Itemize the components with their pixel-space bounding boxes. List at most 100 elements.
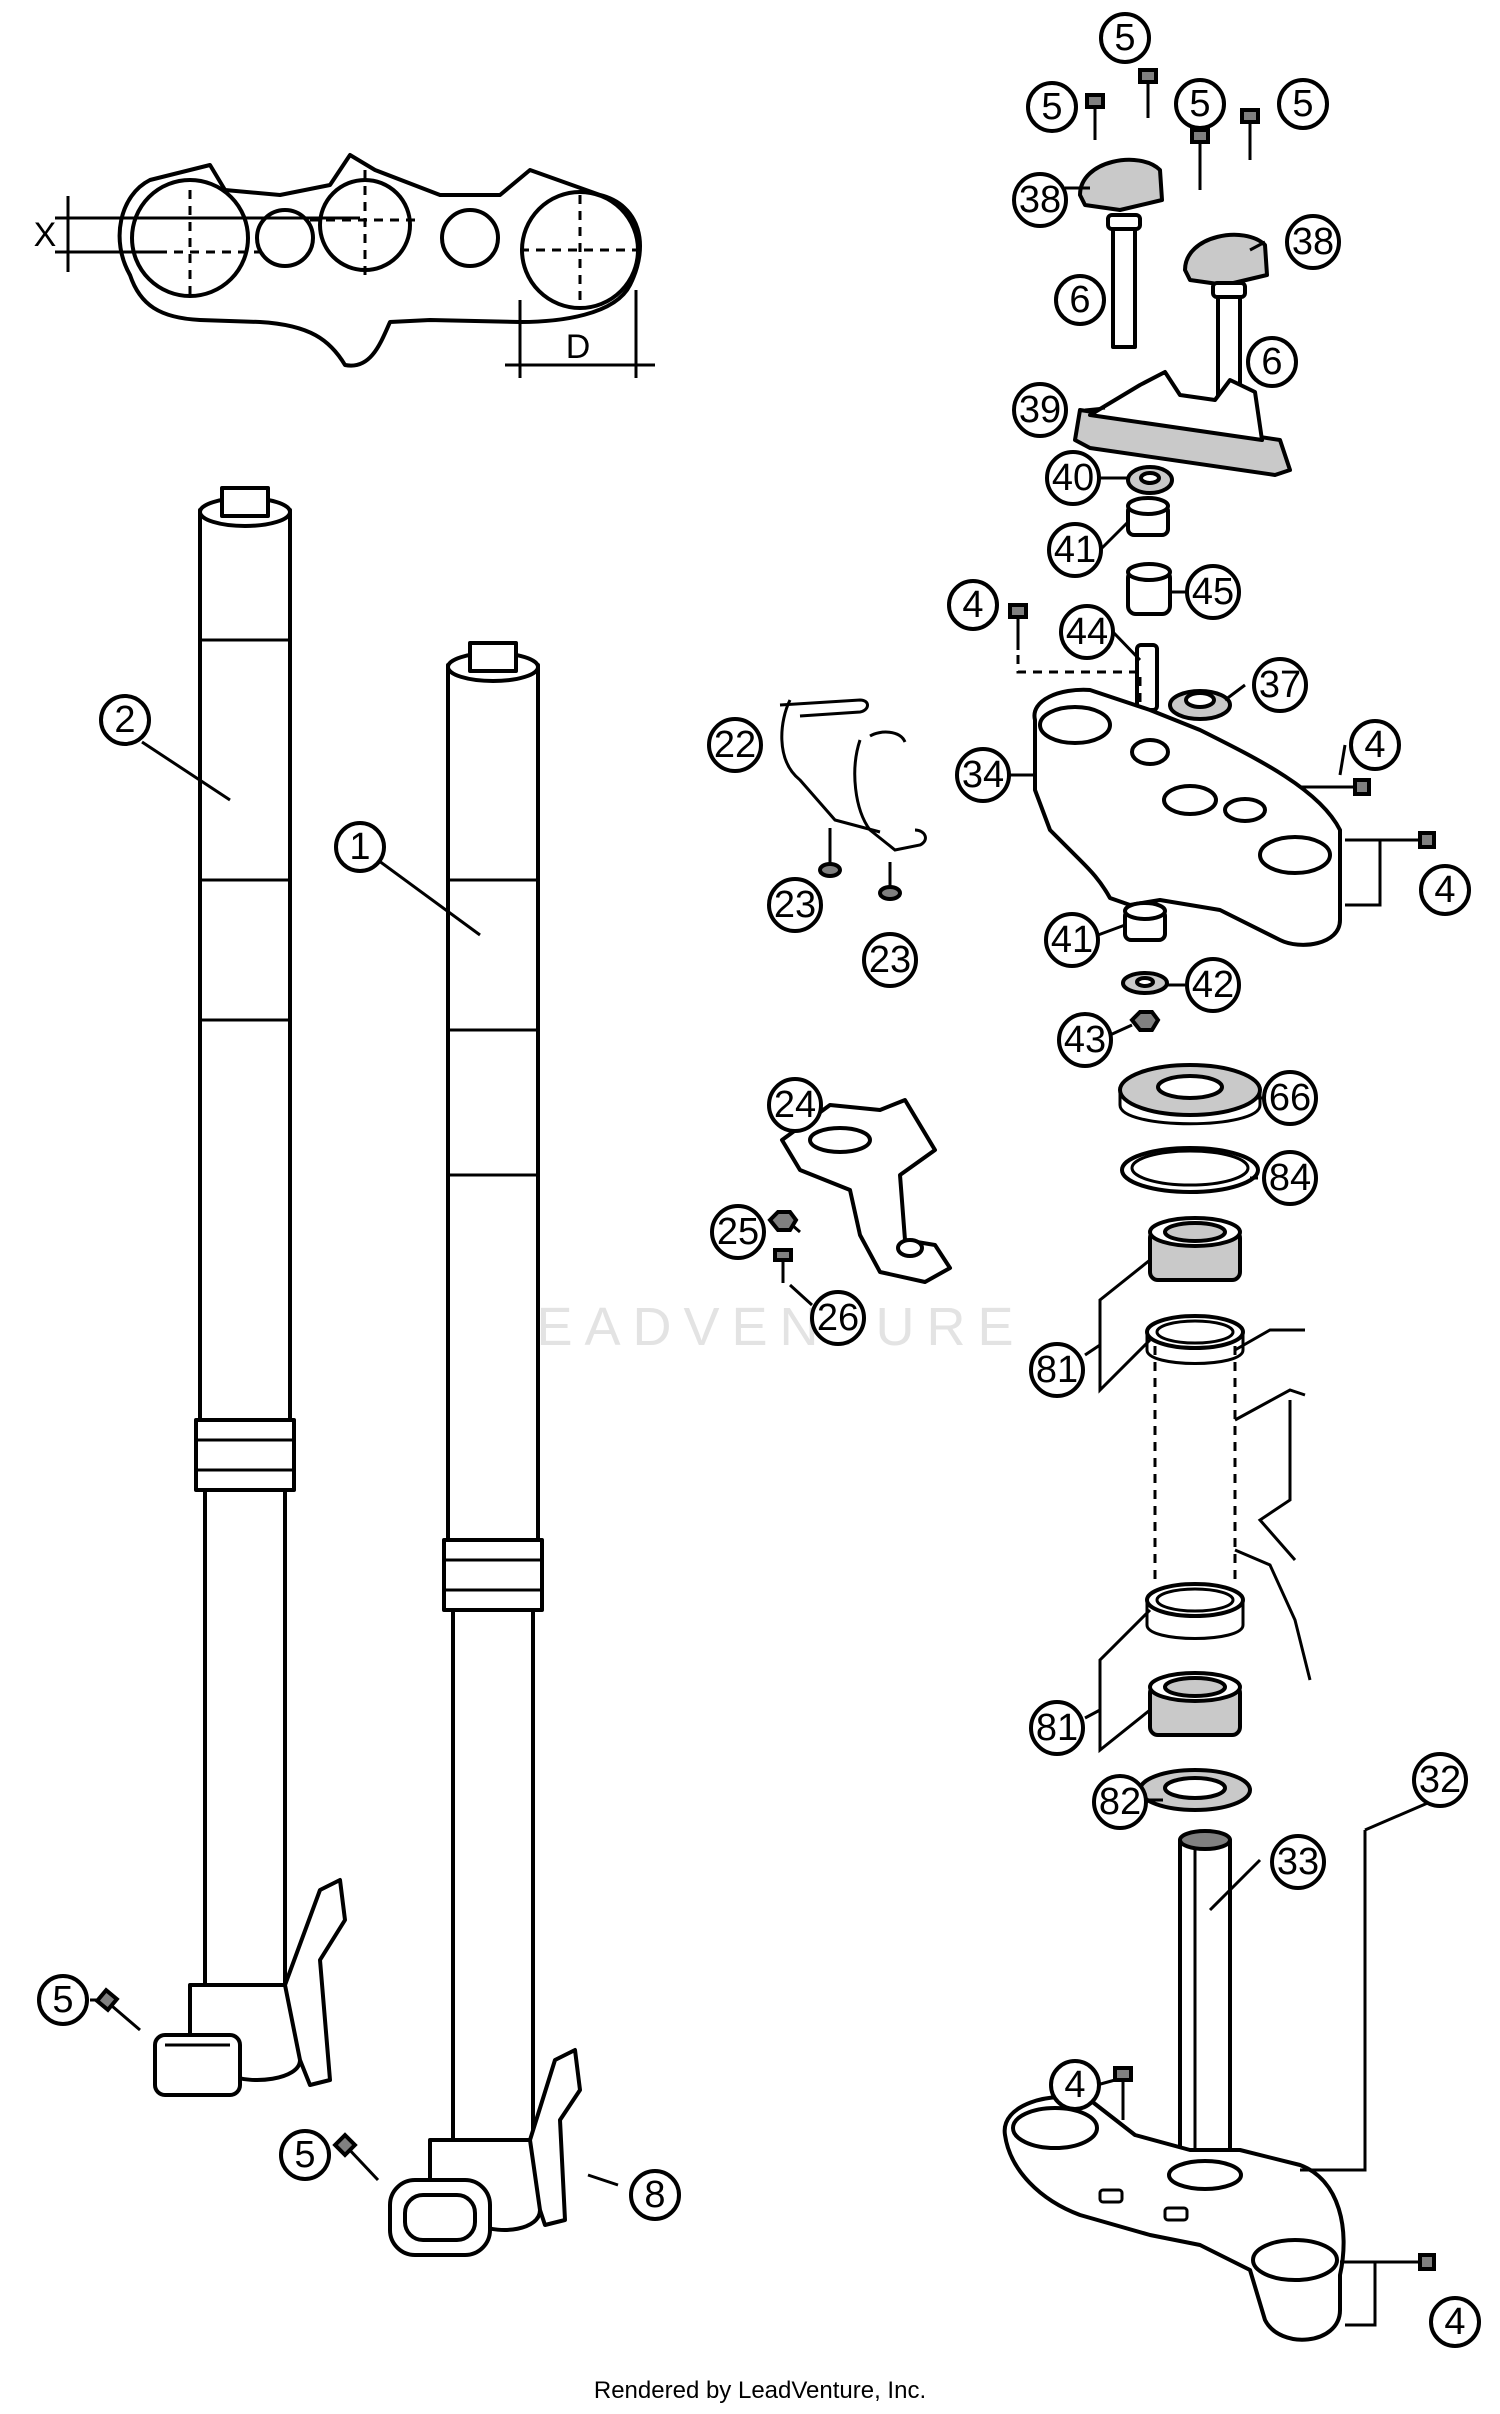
callout-81-upper: 81 <box>1029 1342 1085 1398</box>
callout-4-side: 4 <box>1419 864 1471 916</box>
bracket-leaders-81 <box>1098 1258 1152 1754</box>
callout-4-bottom: 4 <box>1429 2296 1481 2348</box>
svg-text:38: 38 <box>1019 179 1061 221</box>
svg-text:43: 43 <box>1064 1019 1106 1061</box>
callout-4-upper: 4 <box>947 579 999 631</box>
callout-41-upper: 41 <box>1047 522 1103 578</box>
callout-4-lower: 4 <box>1049 2059 1101 2111</box>
callout-2: 2 <box>99 694 151 746</box>
callout-5-top-mid: 5 <box>1174 78 1226 130</box>
bolt-5-left <box>94 1987 141 2032</box>
callout-44: 44 <box>1059 604 1115 660</box>
svg-text:5: 5 <box>1114 17 1135 59</box>
nut-37 <box>1168 689 1232 721</box>
callout-45: 45 <box>1185 564 1241 620</box>
callout-5-left-fork: 5 <box>37 1974 89 2026</box>
callout-42: 42 <box>1185 957 1241 1013</box>
bolt-8 <box>587 2173 619 2187</box>
bolt-4-side-a <box>1300 778 1371 796</box>
callout-33: 33 <box>1270 1834 1326 1890</box>
svg-text:39: 39 <box>1019 389 1061 431</box>
dimension-d-label: D <box>566 328 591 366</box>
svg-text:4: 4 <box>962 584 983 626</box>
callout-4-right: 4 <box>1349 719 1401 771</box>
svg-text:6: 6 <box>1261 341 1282 383</box>
handlebar-clamp-upper-right <box>1183 232 1269 287</box>
callout-5-top-left: 5 <box>1026 81 1078 133</box>
fork-leg-right <box>388 641 582 2257</box>
svg-text:5: 5 <box>52 1979 73 2021</box>
callout-23-left: 23 <box>767 877 823 933</box>
callout-25: 25 <box>710 1204 766 1260</box>
callout-32: 32 <box>1412 1752 1468 1808</box>
lower-triple-clamp <box>1002 2095 1346 2342</box>
svg-text:1: 1 <box>349 826 370 868</box>
callout-41-lower: 41 <box>1044 912 1100 968</box>
bolt-5-center <box>332 2132 380 2182</box>
callout-5-right-fork: 5 <box>279 2129 331 2181</box>
bushing-41-lower <box>1123 901 1167 942</box>
svg-text:4: 4 <box>1364 724 1385 766</box>
nut-43 <box>1129 1010 1161 1032</box>
svg-text:6: 6 <box>1069 279 1090 321</box>
triple-clamp-dimension-view <box>55 153 655 378</box>
callout-39: 39 <box>1012 382 1068 438</box>
washer-42 <box>1121 971 1169 995</box>
callout-66: 66 <box>1262 1070 1318 1126</box>
bracket-24 <box>780 1098 952 1284</box>
seal-82 <box>1138 1768 1252 1812</box>
callout-84: 84 <box>1262 1150 1318 1206</box>
svg-text:23: 23 <box>869 939 911 981</box>
svg-text:44: 44 <box>1066 611 1108 653</box>
steering-stem <box>1178 1829 1232 2172</box>
svg-text:24: 24 <box>774 1084 816 1126</box>
svg-text:23: 23 <box>774 884 816 926</box>
bolt-4-upper <box>1008 603 1142 710</box>
screw-23-b <box>878 862 902 901</box>
callout-24: 24 <box>767 1077 823 1133</box>
svg-text:45: 45 <box>1192 571 1234 613</box>
bushing-41-upper <box>1126 496 1170 537</box>
callout-81-lower: 81 <box>1029 1700 1085 1756</box>
svg-text:42: 42 <box>1192 964 1234 1006</box>
svg-text:33: 33 <box>1277 1841 1319 1883</box>
bolt-4-side-b <box>1345 831 1436 907</box>
svg-text:37: 37 <box>1259 664 1301 706</box>
callout-34: 34 <box>955 747 1011 803</box>
svg-text:81: 81 <box>1036 1707 1078 1749</box>
svg-text:84: 84 <box>1269 1157 1311 1199</box>
svg-text:5: 5 <box>294 2134 315 2176</box>
callout-82: 82 <box>1092 1774 1148 1830</box>
watermark: LEADVENTURE <box>494 1297 1025 1357</box>
svg-text:5: 5 <box>1041 86 1062 128</box>
callout-6-left: 6 <box>1054 274 1106 326</box>
bearing-race-lower <box>1145 1582 1245 1640</box>
svg-text:5: 5 <box>1189 83 1210 125</box>
callout-38-left: 38 <box>1012 172 1068 228</box>
bearing-81-lower <box>1148 1671 1242 1737</box>
svg-text:2: 2 <box>114 699 135 741</box>
callout-1: 1 <box>334 821 386 873</box>
callout-38-right: 38 <box>1285 214 1341 270</box>
svg-text:38: 38 <box>1292 221 1334 263</box>
callout-23-right: 23 <box>862 932 918 988</box>
bolt-4-lower-side <box>1340 2253 1436 2327</box>
callout-6-right: 6 <box>1246 336 1298 388</box>
callout-5-top-right: 5 <box>1277 78 1329 130</box>
callout-8: 8 <box>629 2169 681 2221</box>
screw-23-a <box>818 828 842 878</box>
svg-text:8: 8 <box>644 2174 665 2216</box>
bearing-81-upper <box>1148 1216 1242 1282</box>
svg-text:81: 81 <box>1036 1349 1078 1391</box>
svg-text:22: 22 <box>714 724 756 766</box>
bearing-race-upper <box>1145 1314 1245 1365</box>
callout-22: 22 <box>707 717 763 773</box>
callout-40: 40 <box>1045 450 1101 506</box>
cable-guide-22 <box>779 698 927 852</box>
svg-text:34: 34 <box>962 754 1004 796</box>
svg-text:82: 82 <box>1099 1781 1141 1823</box>
footer-credit: Rendered by LeadVenture, Inc. <box>594 2377 926 2404</box>
svg-text:41: 41 <box>1051 919 1093 961</box>
svg-text:5: 5 <box>1292 83 1313 125</box>
screw-26 <box>773 1248 793 1283</box>
